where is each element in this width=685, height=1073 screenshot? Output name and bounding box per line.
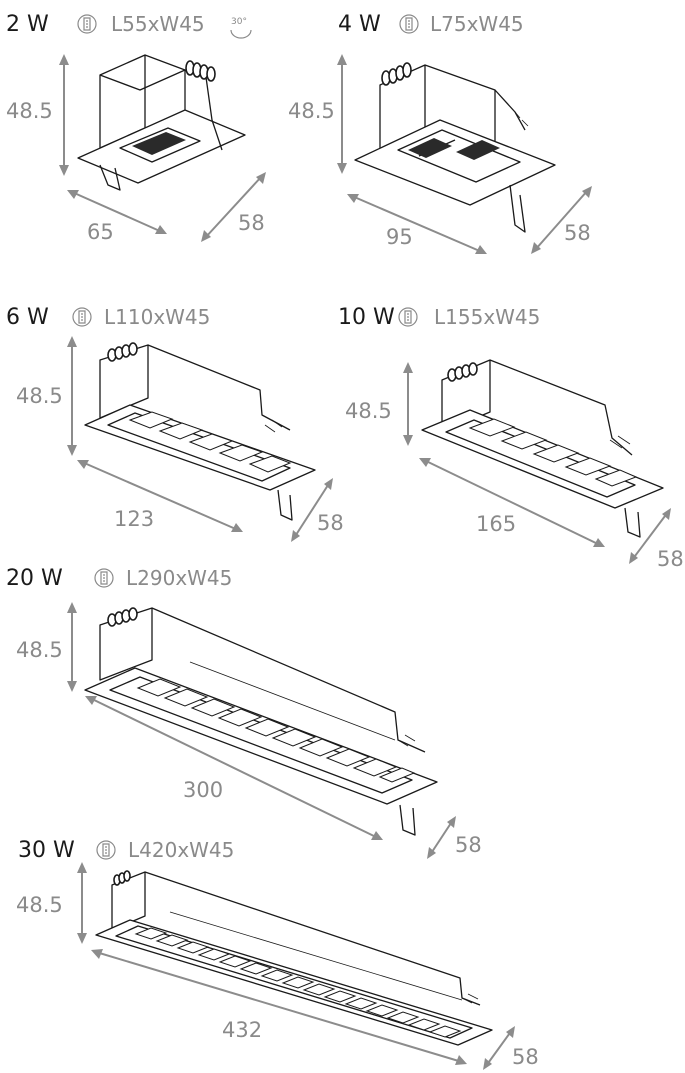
fixture-drawing [421, 359, 664, 538]
cutout-icon [96, 840, 116, 860]
length-dimension: 165 [419, 458, 605, 547]
length-value: 165 [476, 512, 516, 536]
width-value: 58 [564, 221, 591, 245]
height-dimension: 48.5 [345, 362, 413, 446]
height-dimension: 48.5 [16, 602, 77, 692]
height-value: 48.5 [345, 399, 392, 423]
height-dimension: 48.5 [16, 336, 77, 456]
led-cells [468, 418, 638, 487]
width-value: 58 [455, 833, 482, 857]
fixture-drawing [84, 607, 438, 836]
length-value: 432 [222, 1018, 262, 1042]
power-label: 30 W [18, 838, 75, 863]
cutout-size: L155xW45 [434, 305, 540, 329]
width-dimension: 58 [201, 172, 266, 242]
fixture-drawing [95, 870, 493, 1046]
length-dimension: 95 [347, 194, 487, 254]
length-value: 65 [87, 220, 114, 244]
width-dimension: 58 [483, 1026, 539, 1070]
width-value: 58 [317, 511, 344, 535]
height-value: 48.5 [16, 638, 63, 662]
power-label: 10 W [338, 305, 395, 330]
width-value: 58 [657, 547, 684, 571]
height-dimension: 48.5 [6, 54, 69, 176]
cutout-icon [94, 568, 114, 588]
width-dimension: 58 [531, 186, 592, 254]
height-dimension: 48.5 [16, 862, 87, 944]
width-value: 58 [512, 1045, 539, 1069]
led-cells [128, 411, 292, 473]
height-value: 48.5 [16, 384, 63, 408]
width-dimension: 58 [291, 478, 344, 542]
length-dimension: 432 [91, 949, 467, 1065]
cutout-size: L290xW45 [126, 566, 232, 590]
length-value: 95 [386, 225, 413, 249]
item-20w: 20 W L290xW45 [6, 566, 482, 859]
tilt-arc-icon [230, 29, 252, 39]
item-2w: 2 W L55xW45 30° 48.5 65 [6, 12, 266, 244]
cutout-size: L420xW45 [128, 838, 234, 862]
item-6w: 6 W L110xW45 48.5 [6, 305, 344, 542]
tilt-angle: 30° [231, 17, 247, 27]
item-4w: 4 W L75xW45 48.5 95 [288, 12, 592, 254]
height-value: 48.5 [16, 893, 63, 917]
height-dimension: 48.5 [288, 54, 347, 174]
length-dimension: 300 [85, 696, 383, 840]
fixture-drawing [77, 54, 246, 191]
power-label: 6 W [6, 305, 49, 330]
fixture-drawing [354, 62, 556, 233]
cutout-icon [398, 307, 418, 327]
cutout-size: L110xW45 [104, 305, 210, 329]
power-label: 20 W [6, 566, 63, 591]
width-value: 58 [238, 211, 265, 235]
led-cells [134, 927, 462, 1038]
cutout-icon [399, 14, 419, 34]
cutout-icon [77, 14, 97, 34]
height-value: 48.5 [6, 99, 53, 123]
power-label: 4 W [338, 12, 381, 37]
cutout-icon [72, 307, 92, 327]
width-dimension: 58 [427, 816, 482, 859]
cutout-size: L55xW45 [111, 12, 205, 36]
cutout-size: L75xW45 [430, 12, 524, 36]
item-10w: 10 W L155xW45 48.5 [338, 305, 684, 571]
fixture-drawing [84, 342, 316, 521]
led-cells [136, 678, 416, 783]
width-dimension: 58 [629, 508, 684, 571]
height-value: 48.5 [288, 99, 335, 123]
power-label: 2 W [6, 12, 49, 37]
length-value: 300 [183, 778, 223, 802]
length-value: 123 [114, 507, 154, 531]
length-dimension: 123 [77, 460, 243, 532]
item-30w: 30 W L420xW45 [16, 838, 539, 1070]
length-dimension: 65 [67, 190, 167, 244]
